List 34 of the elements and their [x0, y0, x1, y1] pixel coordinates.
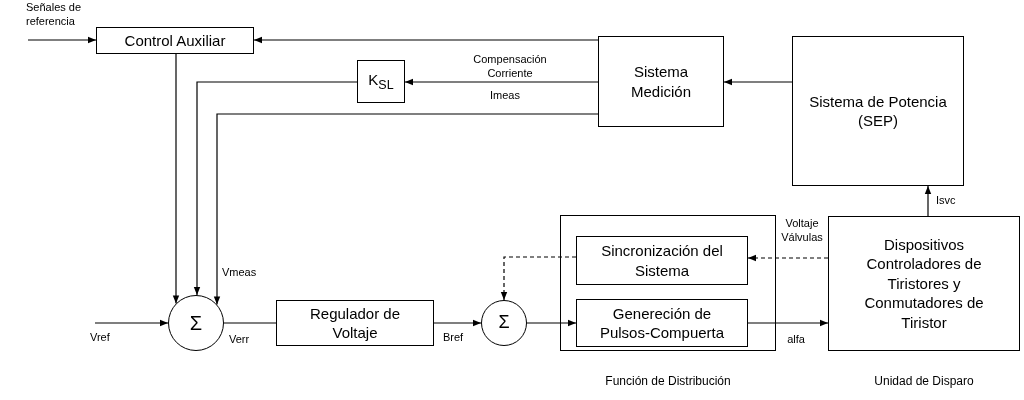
arrow	[94, 319, 169, 327]
block-label: Genereción de Pulsos-Compuerta	[598, 303, 726, 343]
dashed-arrow	[500, 256, 577, 301]
block-label: Dispositivos Controladores de Tiristores y Conmutadores de Tiristor	[863, 234, 985, 333]
block-label: Control Auxiliar	[124, 30, 226, 51]
process-box	[598, 36, 724, 127]
group-title: Unidad de Disparo	[873, 374, 975, 388]
process-box	[357, 60, 405, 103]
arrow	[193, 81, 358, 296]
sum-symbol: Σ	[498, 311, 510, 335]
process-box	[576, 236, 748, 285]
process-box	[96, 27, 254, 54]
arrow	[924, 185, 932, 217]
arrow	[213, 113, 599, 306]
block-label: Sistema Medición	[630, 62, 692, 101]
arrow	[526, 319, 577, 327]
group-title: Función de Distribución	[604, 374, 732, 388]
arrow	[433, 319, 482, 327]
process-box	[792, 36, 964, 186]
sum-symbol: Σ	[189, 311, 203, 336]
arrow	[747, 319, 829, 327]
block-label: Regulador de Voltaje	[308, 303, 402, 343]
arrow	[27, 36, 97, 44]
arrow	[253, 36, 599, 44]
block-label: K$_{SL}$	[368, 69, 394, 94]
process-box	[276, 300, 434, 346]
process-box	[576, 299, 748, 347]
dashed-arrow	[747, 254, 829, 262]
connector-line	[223, 322, 277, 324]
arrow	[172, 53, 180, 304]
block-label: Sistema de Potencia (SEP)	[808, 91, 948, 131]
arrow	[723, 78, 793, 86]
block-label: Sincronización del Sistema	[600, 241, 724, 280]
arrow	[404, 78, 599, 86]
